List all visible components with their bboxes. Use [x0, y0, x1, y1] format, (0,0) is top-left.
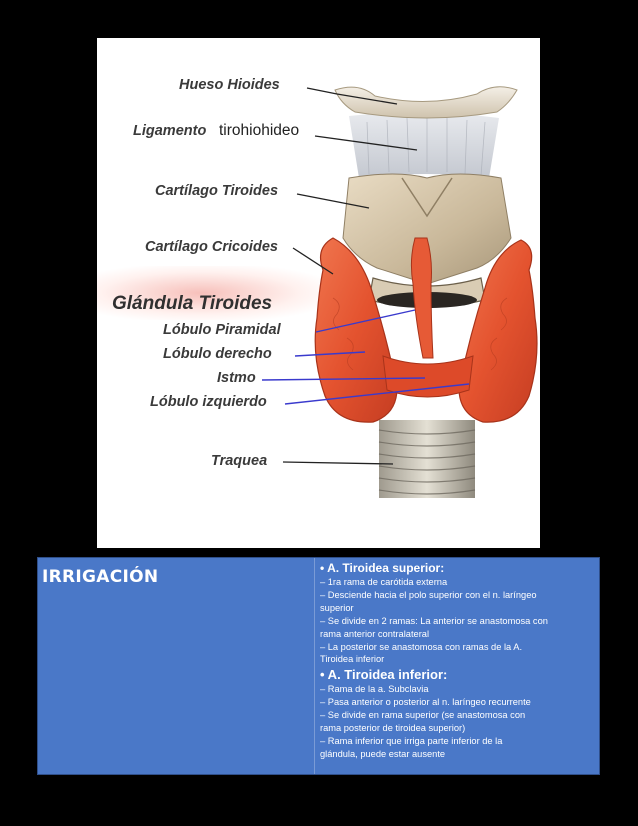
label-istmo: Istmo — [217, 370, 256, 386]
superior-line: superior — [320, 602, 354, 613]
inferior-line: – Se divide en rama superior (se anastom… — [320, 710, 526, 721]
irrigation-content: • A. Tiroidea superior: – 1ra rama de ca… — [320, 561, 590, 761]
inferior-line: rama posterior de tiroidea superior) — [320, 723, 466, 734]
trachea-shape — [378, 420, 476, 498]
thyroid-illustration — [261, 86, 538, 498]
superior-artery-heading: • A. Tiroidea superior: — [320, 561, 445, 575]
label-traquea: Traquea — [211, 453, 268, 469]
superior-line: – Se divide en 2 ramas: La anterior se a… — [320, 615, 548, 626]
thyroid-cartilage-shape — [342, 173, 512, 285]
label-tirohiohideo: tirohiohideo — [219, 122, 300, 139]
thyroid-anatomy-figure: Hueso Hioides Ligamento tirohiohideo Car… — [97, 38, 540, 548]
label-highlight-glow — [97, 266, 327, 320]
label-lobulo-izquierdo: Lóbulo izquierdo — [150, 394, 267, 410]
blue-leader-lines — [261, 309, 470, 405]
superior-line: – Desciende hacia el polo superior con e… — [320, 589, 537, 600]
inferior-line: – Rama de la a. Subclavia — [320, 684, 429, 695]
inferior-artery-heading: • A. Tiroidea inferior: — [320, 667, 448, 683]
superior-line: – 1ra rama de carótida externa — [320, 577, 448, 587]
inferior-line: – Pasa anterior o posterior al n. laríng… — [320, 697, 531, 708]
irrigation-table: IRRIGACIÓN • A. Tiroidea superior: – 1ra… — [37, 557, 600, 775]
black-leader-lines — [282, 87, 418, 465]
label-lobulo-derecho: Lóbulo derecho — [163, 346, 272, 362]
label-glandula-tiroides: Glándula Tiroides — [112, 293, 273, 314]
label-hueso-hioides: Hueso Hioides — [179, 77, 280, 93]
superior-line: – La posterior se anastomosa con ramas d… — [320, 641, 523, 652]
label-cartilago-cricoides: Cartílago Cricoides — [145, 239, 278, 255]
label-lobulo-piramidal: Lóbulo Piramidal — [163, 322, 281, 338]
superior-line: Tiroidea inferior — [320, 654, 385, 665]
column-divider — [314, 558, 315, 774]
irrigation-title: IRRIGACIÓN — [42, 567, 159, 587]
membrane-shape — [349, 112, 499, 178]
hyoid-shape — [334, 86, 518, 119]
superior-line: rama anterior contralateral — [320, 628, 430, 639]
label-cartilago-tiroides: Cartílago Tiroides — [155, 183, 279, 199]
inferior-line: – Rama inferior que irriga parte inferio… — [320, 735, 503, 746]
label-ligamento: Ligamento — [133, 123, 207, 139]
inferior-line: glándula, puede estar ausente — [320, 748, 446, 759]
thyroid-gland-shape — [314, 237, 538, 423]
